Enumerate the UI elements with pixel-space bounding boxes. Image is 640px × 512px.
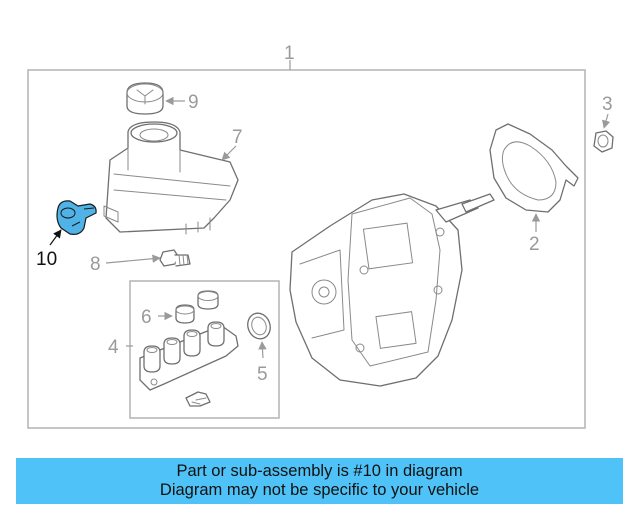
banner-line-2: Diagram may not be specific to your vehi… bbox=[159, 481, 480, 499]
brake-booster[interactable] bbox=[289, 193, 495, 387]
o-ring-part-5[interactable] bbox=[244, 310, 274, 342]
callout-3[interactable]: 3 bbox=[602, 94, 613, 115]
callout-6[interactable]: 6 bbox=[141, 307, 152, 328]
callout-9[interactable]: 9 bbox=[188, 92, 199, 113]
bolt-part-8[interactable] bbox=[159, 249, 191, 267]
reservoir-cap-part-9[interactable] bbox=[126, 82, 164, 115]
assembly-frame bbox=[27, 69, 586, 429]
parts-diagram: 1 3 9 7 10 8 2 bbox=[27, 43, 614, 429]
master-cylinder-subframe bbox=[129, 280, 280, 419]
reservoir-tank-part-7[interactable] bbox=[103, 121, 239, 235]
grommets-part-6[interactable] bbox=[175, 290, 219, 324]
callout-1[interactable]: 1 bbox=[284, 43, 295, 64]
callout-4[interactable]: 4 bbox=[108, 337, 119, 358]
gasket-part-2[interactable] bbox=[489, 123, 579, 213]
banner-line-1: Part or sub-assembly is #10 in diagram bbox=[176, 462, 463, 480]
callout-5[interactable]: 5 bbox=[257, 364, 268, 385]
callout-2[interactable]: 2 bbox=[529, 234, 540, 255]
callout-7[interactable]: 7 bbox=[232, 127, 243, 148]
callout-8[interactable]: 8 bbox=[90, 254, 101, 275]
connector-part-10[interactable] bbox=[56, 200, 97, 235]
master-cylinder-part-4[interactable] bbox=[139, 321, 239, 407]
callout-10[interactable]: 10 bbox=[36, 249, 57, 270]
nut-part-3[interactable] bbox=[593, 130, 614, 153]
info-banner: Part or sub-assembly is #10 in diagram D… bbox=[16, 458, 623, 504]
